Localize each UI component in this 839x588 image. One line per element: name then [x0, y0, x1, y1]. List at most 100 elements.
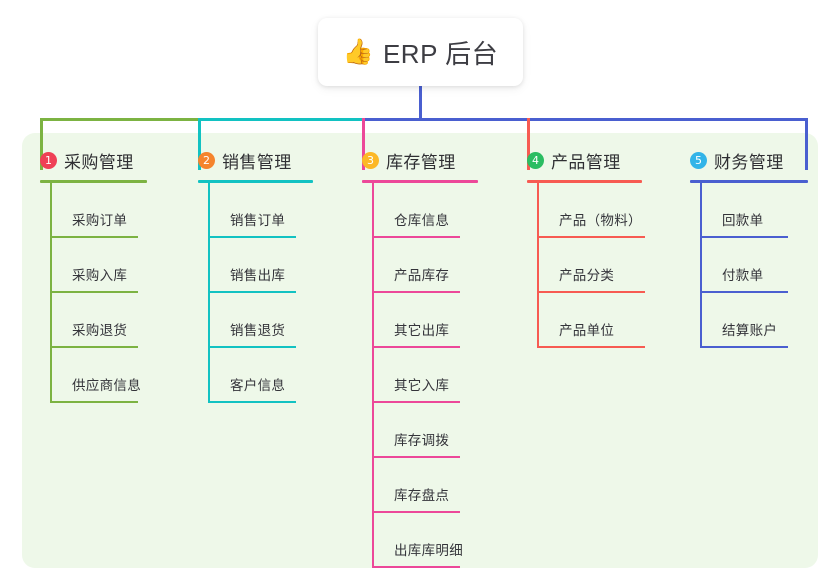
trunk-line: [419, 86, 422, 121]
column-header-3[interactable]: 3 库存管理: [362, 148, 478, 172]
column-header-rule-1: [40, 180, 147, 183]
menu-item-rule: [50, 346, 138, 348]
menu-item[interactable]: 其它入库: [372, 348, 478, 403]
column-4: 4 产品管理产品（物料） 产品分类产品单位: [527, 148, 645, 348]
menu-item-rule: [372, 236, 460, 238]
column-items-5: 回款单付款单结算账户: [700, 183, 808, 348]
menu-item[interactable]: 客户信息: [208, 348, 313, 403]
column-badge-4: 4: [527, 151, 544, 169]
column-2: 2 销售管理销售订单销售出库销售退货客户信息: [198, 148, 313, 403]
menu-item-rule: [372, 401, 460, 403]
menu-item[interactable]: 回款单: [700, 183, 808, 238]
column-items-2: 销售订单销售出库销售退货客户信息: [208, 183, 313, 403]
column-3: 3 库存管理仓库信息产品库存其它出库其它入库库存调拨库存盘点出库库明细: [362, 148, 478, 568]
drop-line-1: [40, 118, 43, 170]
column-title-4: 产品管理: [551, 152, 621, 172]
column-stem-1: [50, 183, 52, 403]
menu-item-label: 仓库信息: [394, 213, 450, 228]
menu-item[interactable]: 采购入库: [50, 238, 147, 293]
drop-line-5: [805, 118, 808, 170]
column-badge-1: 1: [40, 151, 57, 169]
menu-item-label: 客户信息: [230, 378, 286, 393]
menu-item-rule: [372, 566, 460, 568]
menu-item-rule: [208, 401, 296, 403]
diagram-panel: [22, 133, 818, 568]
column-header-rule-5: [690, 180, 808, 183]
menu-item-label: 库存调拨: [394, 433, 450, 448]
menu-item-label: 产品分类: [559, 268, 615, 283]
menu-item[interactable]: 库存盘点: [372, 458, 478, 513]
menu-item-rule: [372, 511, 460, 513]
column-badge-2: 2: [198, 151, 215, 169]
menu-item-rule: [700, 346, 788, 348]
menu-item-rule: [537, 236, 645, 238]
menu-item[interactable]: 付款单: [700, 238, 808, 293]
menu-item-rule: [372, 456, 460, 458]
drop-line-2: [198, 118, 201, 170]
menu-item-label: 其它入库: [394, 378, 450, 393]
menu-item-label: 供应商信息: [72, 378, 141, 393]
menu-item-label: 产品（物料）: [559, 213, 642, 228]
menu-item-rule: [372, 346, 460, 348]
menu-item[interactable]: 销售订单: [208, 183, 313, 238]
menu-item-label: 结算账户: [722, 323, 778, 338]
column-badge-3: 3: [362, 151, 379, 169]
menu-item[interactable]: 产品分类: [537, 238, 645, 293]
menu-item-label: 回款单: [722, 213, 764, 228]
menu-item-rule: [537, 291, 645, 293]
column-header-4[interactable]: 4 产品管理: [527, 148, 642, 172]
menu-item[interactable]: 库存调拨: [372, 403, 478, 458]
menu-item[interactable]: 其它出库: [372, 293, 478, 348]
menu-item-label: 采购订单: [72, 213, 128, 228]
menu-item-rule: [208, 291, 296, 293]
root-node-title: ERP 后台: [382, 38, 499, 69]
column-stem-2: [208, 183, 210, 403]
menu-item-rule: [700, 291, 788, 293]
menu-item-label: 产品库存: [394, 268, 450, 283]
menu-item[interactable]: 结算账户: [700, 293, 808, 348]
column-header-rule-2: [198, 180, 313, 183]
column-badge-5: 5: [690, 151, 707, 169]
menu-item-rule: [50, 401, 138, 403]
menu-item-label: 销售退货: [230, 323, 286, 338]
drop-line-3: [362, 118, 365, 170]
menu-item-rule: [50, 236, 138, 238]
column-items-1: 采购订单采购入库采购退货供应商信息: [50, 183, 147, 403]
menu-item-label: 采购入库: [72, 268, 128, 283]
menu-item[interactable]: 出库库明细: [372, 513, 478, 568]
menu-item[interactable]: 产品（物料）: [537, 183, 645, 238]
column-stem-4: [537, 183, 539, 348]
menu-item-rule: [372, 291, 460, 293]
drop-line-4: [527, 118, 530, 170]
menu-item[interactable]: 产品库存: [372, 238, 478, 293]
thumbs-up-icon: 👍: [342, 37, 374, 66]
menu-item[interactable]: 采购订单: [50, 183, 147, 238]
root-node-card[interactable]: 👍 ERP 后台: [318, 18, 523, 86]
column-title-3: 库存管理: [386, 152, 456, 172]
column-header-2[interactable]: 2 销售管理: [198, 148, 313, 172]
menu-item-rule: [208, 346, 296, 348]
column-items-4: 产品（物料） 产品分类产品单位: [537, 183, 645, 348]
column-title-2: 销售管理: [222, 152, 292, 172]
column-items-3: 仓库信息产品库存其它出库其它入库库存调拨库存盘点出库库明细: [372, 183, 478, 568]
menu-item-rule: [208, 236, 296, 238]
menu-item[interactable]: 产品单位: [537, 293, 645, 348]
column-title-1: 采购管理: [64, 152, 134, 172]
menu-item-rule: [700, 236, 788, 238]
bus-segment-2: [198, 118, 365, 121]
column-stem-3: [372, 183, 374, 568]
column-stem-5: [700, 183, 702, 348]
menu-item-label: 采购退货: [72, 323, 128, 338]
column-1: 1 采购管理采购订单采购入库采购退货供应商信息: [40, 148, 147, 403]
menu-item[interactable]: 供应商信息: [50, 348, 147, 403]
menu-item-label: 其它出库: [394, 323, 450, 338]
menu-item[interactable]: 销售出库: [208, 238, 313, 293]
menu-item-label: 销售订单: [230, 213, 286, 228]
column-header-1[interactable]: 1 采购管理: [40, 148, 147, 172]
menu-item[interactable]: 仓库信息: [372, 183, 478, 238]
menu-item[interactable]: 销售退货: [208, 293, 313, 348]
menu-item[interactable]: 采购退货: [50, 293, 147, 348]
column-header-rule-4: [527, 180, 642, 183]
